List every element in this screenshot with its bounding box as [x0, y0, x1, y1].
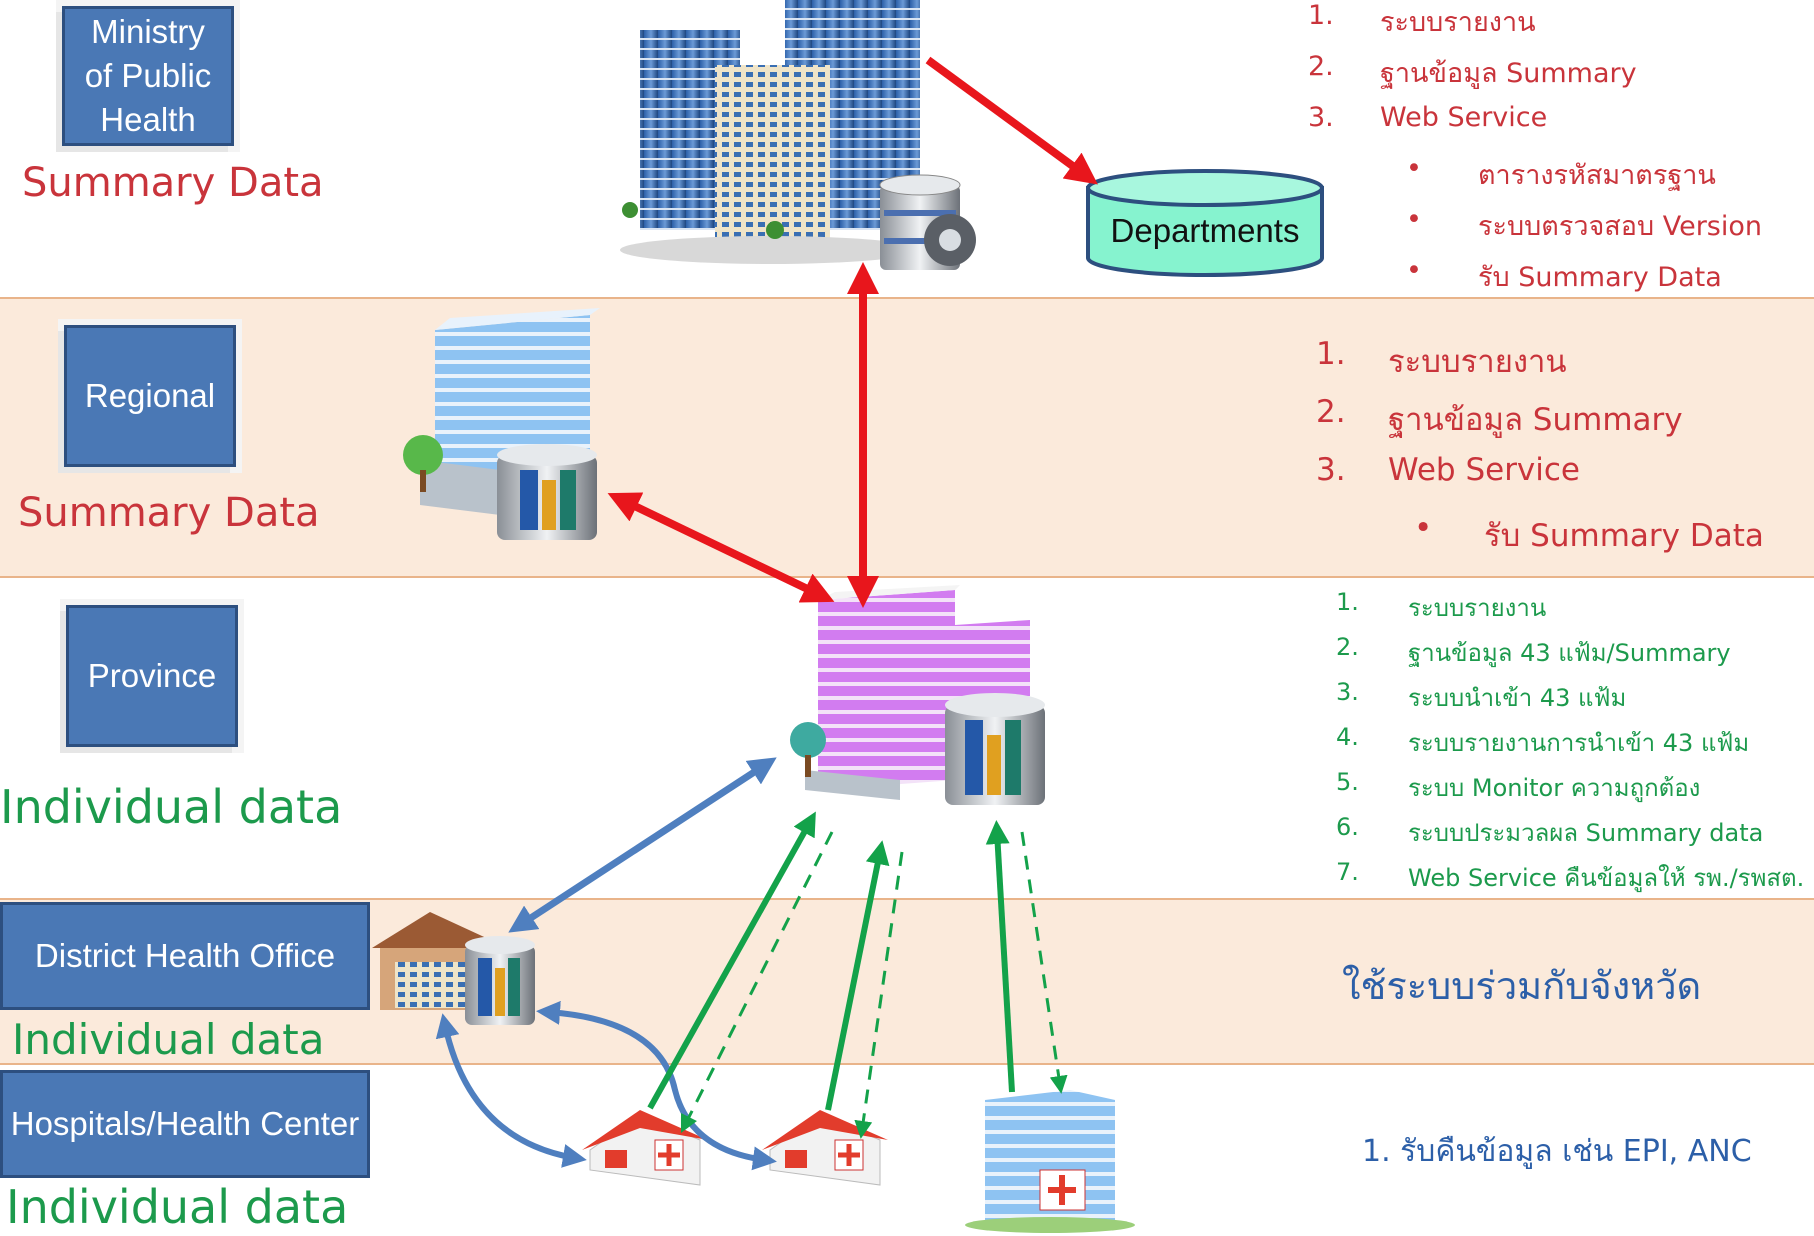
list-item: 6. ระบบประมวลผล Summary data — [1336, 813, 1764, 847]
province-building-icon — [790, 585, 1045, 805]
arrow-province-district — [508, 757, 777, 933]
divider-district — [0, 1063, 1814, 1065]
district-data-label: Individual data — [12, 1015, 325, 1064]
list-item: • ระบบตรวจสอบ Version — [1406, 204, 1763, 242]
list-item: 1. ระบบรายงาน — [1316, 336, 1567, 380]
list-item: 3. Web Service — [1308, 102, 1548, 133]
list-item: 3. ระบบนำเข้า 43 แฟ้ม — [1336, 678, 1627, 712]
district-box-label: District Health Office — [34, 937, 336, 974]
list-item: 4. ระบบรายงานการนำเข้า 43 แฟ้ม — [1336, 723, 1750, 757]
regional-data-label: Summary Data — [18, 490, 320, 536]
arrow-hospital-down — [1020, 831, 1068, 1094]
district-office-icon — [372, 912, 535, 1025]
district-box: District Health Office — [0, 902, 370, 1010]
district-note: ใช้ระบบร่วมกับจังหวัด — [1342, 964, 1702, 1008]
ministry-feature-list: 1. ระบบรายงาน 2. ฐานข้อมูล Summary 3. We… — [1308, 0, 1808, 306]
departments-cylinder-icon — [1086, 169, 1324, 277]
ministry-data-label: Summary Data — [22, 160, 324, 206]
divider-ministry — [0, 297, 1814, 299]
divider-regional — [0, 576, 1814, 578]
province-box-label: Province — [87, 657, 217, 694]
departments-label: Departments — [1110, 212, 1300, 249]
hospital-box-label: Hospitals/Health Center — [10, 1105, 360, 1142]
list-item: 1. ระบบรายงาน — [1308, 0, 1536, 38]
list-item: 2. ฐานข้อมูล Summary — [1308, 51, 1637, 89]
health-center-icon-2 — [762, 1110, 888, 1186]
list-item: 5. ระบบ Monitor ความถูกต้อง — [1336, 768, 1701, 802]
arrow-regional-province — [607, 492, 835, 603]
hospital-data-label: Individual data — [6, 1180, 349, 1234]
hospital-note: 1. รับคืนข้อมูล เช่น EPI, ANC — [1362, 1134, 1752, 1169]
regional-box-label: Regional — [84, 377, 216, 414]
list-item: 2. ฐานข้อมูล Summary — [1316, 394, 1683, 438]
ministry-box: Ministry of Public Health — [62, 6, 234, 146]
list-item: • ตารางรหัสมาตรฐาน — [1406, 153, 1716, 191]
regional-feature-list: 1. ระบบรายงาน 2. ฐานข้อมูล Summary 3. We… — [1316, 336, 1811, 568]
database-gear-icon — [879, 174, 976, 270]
arrow-hc2-up — [825, 840, 890, 1111]
province-box: Province — [66, 605, 238, 747]
province-data-label: Individual data — [0, 780, 343, 834]
arrow-hc2-down — [854, 851, 904, 1139]
hospital-box: Hospitals/Health Center — [0, 1070, 370, 1178]
regional-building-icon — [403, 308, 600, 540]
arrow-hospital-up — [985, 820, 1015, 1093]
arrow-district-healthcenter1 — [435, 1013, 587, 1168]
list-item: 1. ระบบรายงาน — [1336, 588, 1547, 622]
list-item: 2. ฐานข้อมูล 43 แฟ้ม/Summary — [1336, 633, 1731, 667]
arrow-hc1-up — [647, 811, 816, 1110]
arrow-hc1-down — [680, 831, 834, 1134]
list-item: • รับ Summary Data — [1406, 255, 1722, 293]
office-towers-icon — [620, 0, 920, 264]
list-item: • รับ Summary Data — [1414, 510, 1764, 554]
regional-band — [0, 298, 1814, 576]
list-item: 7. Web Service คืนข้อมูลให้ รพ./รพสต. — [1336, 858, 1805, 892]
regional-box: Regional — [64, 325, 236, 467]
divider-province — [0, 898, 1814, 900]
list-item: 3. Web Service — [1316, 452, 1581, 488]
province-feature-list: 1. ระบบรายงาน 2. ฐานข้อมูล 43 แฟ้ม/Summa… — [1336, 588, 1812, 903]
arrow-ministry-departments — [925, 56, 1098, 185]
ministry-box-label: Ministry of Public Health — [84, 13, 212, 138]
hospital-icon — [965, 1090, 1135, 1233]
arrow-district-healthcenter2 — [536, 1000, 777, 1171]
